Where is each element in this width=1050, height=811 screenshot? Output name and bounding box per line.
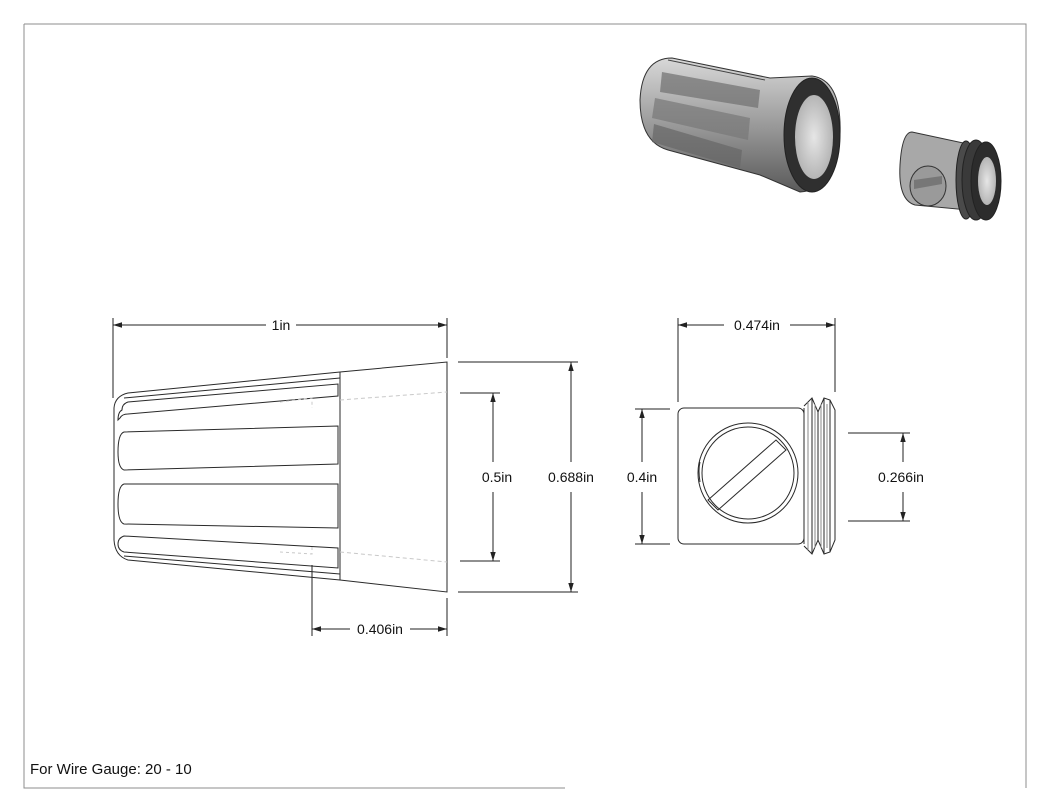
dim-cap-rib-length (311, 565, 448, 636)
dim-cap-outer-diameter (458, 361, 578, 593)
dim-insert-body-diameter (635, 408, 670, 545)
dim-insert-length (677, 318, 836, 402)
render-wire-cap (639, 57, 841, 193)
dim-insert-length-label: 0.474in (734, 317, 780, 333)
dim-cap-outer-diameter-label: 0.688in (548, 469, 594, 485)
cap-front-view (113, 361, 448, 593)
dim-cap-length-label: 1in (272, 317, 291, 333)
dim-cap-inner-diameter (460, 392, 500, 562)
insert-front-view (677, 397, 836, 555)
dim-insert-bore-diameter-label: 0.266in (878, 469, 924, 485)
dim-insert-bore-diameter (848, 432, 910, 522)
dim-cap-rib-length-label: 0.406in (357, 621, 403, 637)
dim-cap-inner-diameter-label: 0.5in (482, 469, 512, 485)
render-insert (899, 131, 1002, 221)
dim-cap-length (112, 318, 448, 398)
sheet-border (23, 23, 1027, 789)
wire-gauge-note: For Wire Gauge: 20 - 10 (30, 761, 192, 778)
dim-insert-body-diameter-label: 0.4in (627, 469, 657, 485)
